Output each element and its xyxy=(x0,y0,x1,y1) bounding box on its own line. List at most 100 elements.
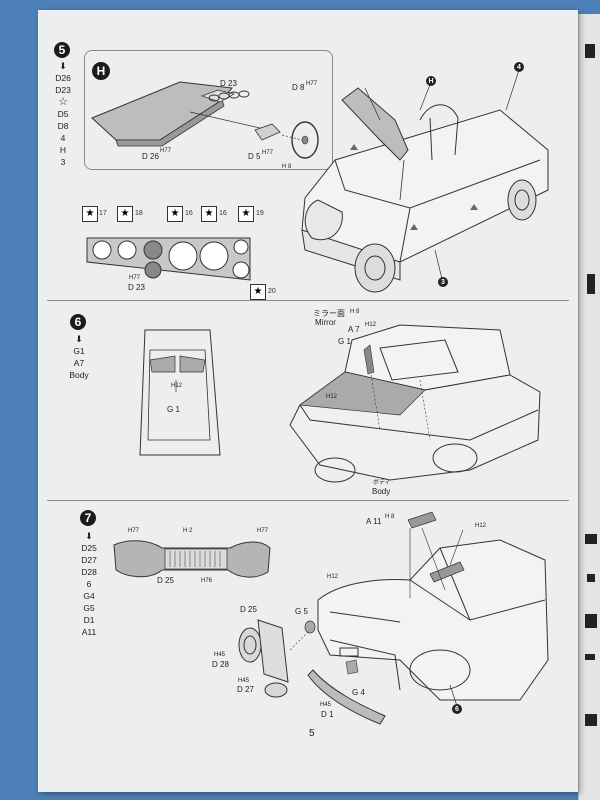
step-6-number: 6 xyxy=(70,314,86,330)
edge-mark xyxy=(585,534,597,544)
label-d8: D 8 xyxy=(292,83,305,92)
step-7-number: 7 xyxy=(80,510,96,526)
step-6-part: Body xyxy=(69,370,89,380)
edge-mark xyxy=(587,574,595,582)
step-6-panel xyxy=(47,300,569,501)
label-g1: G 1 xyxy=(338,337,351,346)
star-icon: ★ xyxy=(250,284,266,300)
label-h45: H45 xyxy=(214,652,226,658)
label-h12: H12 xyxy=(327,574,339,580)
star-icon: ★ xyxy=(167,206,183,222)
label-mirror-jp: ミラー面 xyxy=(313,309,345,318)
step-5-part: D5 xyxy=(57,109,69,119)
label-h8: H 8 xyxy=(385,514,395,520)
step-5-part: D23 xyxy=(55,85,71,95)
label-h45: H45 xyxy=(238,678,250,684)
step-6-part: A7 xyxy=(73,358,85,368)
decal-number: 16 xyxy=(185,210,193,217)
marker-6: 6 xyxy=(452,704,462,714)
label-d23: D 23 xyxy=(220,79,237,88)
label-a11: A 11 xyxy=(366,517,382,526)
star-icon: ★ xyxy=(238,206,254,222)
star-icon: ★ xyxy=(201,206,217,222)
step-5-part: 3 xyxy=(60,157,66,167)
label-d28: D 28 xyxy=(212,660,229,669)
label-d1: D 1 xyxy=(321,710,334,719)
label-h77: H77 xyxy=(160,148,172,154)
step-6-part-list: ⬇ G1 A7 Body xyxy=(64,333,94,381)
edge-mark xyxy=(585,714,597,726)
down-arrow-icon: ⬇ xyxy=(85,531,93,541)
label-d5: D 5 xyxy=(248,152,261,161)
label-d26: D 26 xyxy=(142,152,159,161)
label-g5: G 5 xyxy=(295,607,308,616)
label-mirror: Mirror xyxy=(315,318,336,327)
edge-mark xyxy=(587,274,595,294)
label-h12: H12 xyxy=(475,523,487,529)
step-7-part: G4 xyxy=(83,591,95,601)
step-7-part: D28 xyxy=(81,567,97,577)
page-number: 5 xyxy=(309,728,315,739)
step-7-part: 6 xyxy=(86,579,92,589)
step-7-part-list: ⬇ D25 D27 D28 6 G4 G5 D1 A11 xyxy=(74,530,104,638)
step-7-part: D25 xyxy=(81,543,97,553)
label-body: Body xyxy=(372,487,391,496)
label-h77: H77 xyxy=(262,150,274,156)
star-icon: ★ xyxy=(117,206,133,222)
step-5-part: D8 xyxy=(57,121,69,131)
label-h8: H 8 xyxy=(350,309,360,315)
label-h8: H 8 xyxy=(282,164,292,170)
label-g1: G 1 xyxy=(167,405,180,414)
down-arrow-icon: ⬇ xyxy=(75,334,83,344)
down-arrow-icon: ⬇ xyxy=(59,61,67,71)
label-h12: H12 xyxy=(365,322,377,328)
edge-mark xyxy=(585,654,595,660)
step-5-part: D26 xyxy=(55,73,71,83)
step-7-part: D27 xyxy=(81,555,97,565)
step-5-part: 4 xyxy=(60,133,66,143)
step-7-part: A11 xyxy=(81,627,97,637)
label-h77: H77 xyxy=(128,528,140,534)
label-h45: H45 xyxy=(320,702,332,708)
step-7-part: D1 xyxy=(83,615,95,625)
star-icon: ☆ xyxy=(58,96,68,108)
decal-number: 19 xyxy=(256,210,264,217)
label-h77: H77 xyxy=(306,81,318,87)
label-g4: G 4 xyxy=(352,688,365,697)
step-7-part: G5 xyxy=(83,603,95,613)
step-5-part-list: ⬇ D26 D23 ☆ D5 D8 4 H 3 xyxy=(48,60,78,168)
decal-number: 16 xyxy=(219,210,227,217)
label-a7: A 7 xyxy=(348,325,360,334)
label-h76: H76 xyxy=(201,578,213,584)
inset-marker-h: H xyxy=(92,62,110,80)
marker-h: H xyxy=(426,76,436,86)
edge-mark xyxy=(585,44,595,58)
label-h12: H12 xyxy=(326,394,338,400)
label-d23: D 23 xyxy=(128,283,145,292)
step-5-number: 5 xyxy=(54,42,70,58)
label-d25: D 25 xyxy=(240,605,257,614)
decal-number: 17 xyxy=(99,210,107,217)
label-h2: H 2 xyxy=(183,528,193,534)
label-h12: H12 xyxy=(171,383,183,389)
label-d25: D 25 xyxy=(157,576,174,585)
label-h77: H77 xyxy=(257,528,269,534)
edge-mark xyxy=(585,614,597,628)
label-body-jp: ボディ xyxy=(373,480,391,486)
label-h77: H77 xyxy=(129,275,141,281)
step-7-panel xyxy=(47,500,569,721)
marker-4: 4 xyxy=(514,62,524,72)
decal-number: 18 xyxy=(135,210,143,217)
star-icon: ★ xyxy=(82,206,98,222)
next-page-edge xyxy=(578,14,600,800)
marker-3: 3 xyxy=(438,277,448,287)
decal-number: 20 xyxy=(268,288,276,295)
step-6-part: G1 xyxy=(73,346,85,356)
